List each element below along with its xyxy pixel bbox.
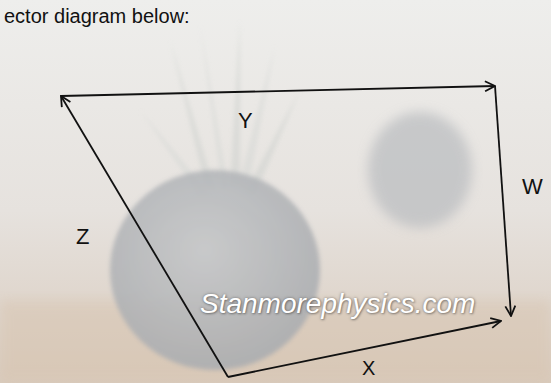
- vector-arrow: [228, 321, 501, 377]
- vector-arrow: [61, 86, 495, 96]
- plant-pot: [110, 170, 320, 370]
- vector-label: X: [362, 358, 375, 378]
- watermark: Stanmorephysics.com: [200, 290, 475, 318]
- vector-label: Y: [238, 110, 253, 132]
- cropped-instruction: ector diagram below:: [4, 6, 190, 26]
- background-pot: [368, 112, 472, 228]
- plant-leaves: [140, 20, 300, 196]
- vector-label: Z: [76, 226, 89, 248]
- vector-arrow: [61, 96, 228, 377]
- vector-label: W: [522, 176, 543, 198]
- vector-arrow: [495, 86, 511, 316]
